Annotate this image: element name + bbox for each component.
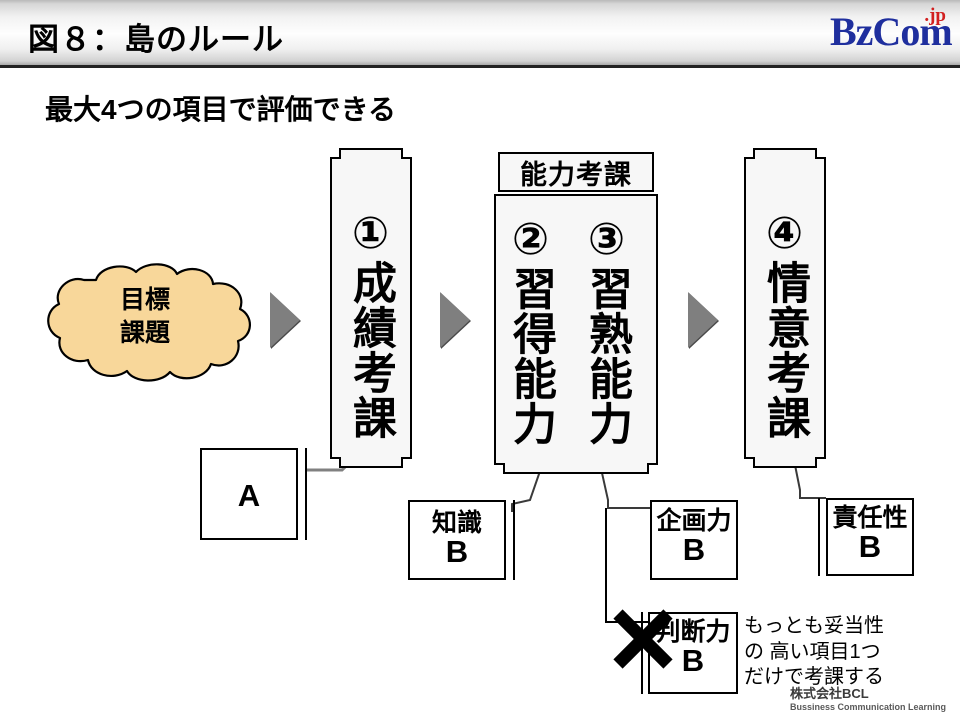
box-grade-a[interactable]: A bbox=[200, 448, 298, 540]
footer: 株式会社BCL Bussiness Communication Learning bbox=[790, 683, 946, 712]
box-kikakuryoku-grade: B bbox=[682, 532, 706, 568]
box-chishiki-grade: B bbox=[445, 534, 469, 570]
accent-bar-sekininsei bbox=[818, 498, 820, 576]
column-seiseki-kouka[interactable]: ①成績考課 bbox=[330, 148, 412, 468]
box-kikakuryoku-title: 企画力 bbox=[656, 507, 732, 535]
box-sekininsei-grade: B bbox=[858, 529, 882, 565]
goal-cloud: 目標 課題 bbox=[34, 262, 256, 384]
column-1-label: ①成績考課 bbox=[346, 208, 395, 440]
column-3-label: ③習熟能力 bbox=[582, 214, 631, 446]
footer-company-jp: 株式会社BCL bbox=[789, 686, 869, 701]
accent-bar-chishiki bbox=[513, 500, 515, 580]
bzcom-logo: BzCom .jp bbox=[830, 5, 953, 58]
cloud-shape bbox=[47, 263, 251, 382]
corner-notch-tr bbox=[401, 148, 412, 159]
arrow-right-1 bbox=[270, 292, 300, 348]
corner-notch-tl bbox=[744, 148, 755, 159]
corner-notch-br bbox=[647, 463, 658, 474]
arrow-right-2 bbox=[440, 292, 470, 348]
arrow-right-3 bbox=[688, 292, 718, 348]
box-handanryoku-grade: B bbox=[681, 643, 705, 679]
middle-header-noryoku-kouka: 能力考課 bbox=[498, 152, 654, 192]
corner-notch-tl bbox=[330, 148, 341, 159]
corner-notch-bl bbox=[330, 457, 341, 468]
cloud-line-2: 課題 bbox=[119, 319, 170, 347]
subtitle: 最大4つの項目で評価できる bbox=[45, 94, 397, 125]
cloud-line-1: 目標 bbox=[119, 286, 170, 314]
column-group-noryoku[interactable]: ②習得能力 ③習熟能力 bbox=[494, 194, 658, 474]
cross-out-icon bbox=[612, 608, 674, 670]
logo-tld: .jp bbox=[924, 5, 946, 26]
box-chishiki[interactable]: 知識 B bbox=[408, 500, 506, 580]
accent-bar-handanryoku bbox=[641, 612, 643, 694]
box-chishiki-title: 知識 bbox=[431, 509, 482, 537]
box-sekininsei-title: 責任性 bbox=[832, 504, 908, 532]
page-title: 図８：島のルール bbox=[28, 22, 284, 57]
column-joui-kouka[interactable]: ④情意考課 bbox=[744, 148, 826, 468]
middle-header-label: 能力考課 bbox=[520, 159, 632, 190]
box-kikakuryoku[interactable]: 企画力 B bbox=[650, 500, 738, 580]
corner-notch-bl bbox=[744, 457, 755, 468]
box-a-grade: A bbox=[237, 478, 261, 513]
box-sekininsei[interactable]: 責任性 B bbox=[826, 498, 914, 576]
cloud-label: 目標 課題 bbox=[34, 284, 256, 350]
footer-company-en: Bussiness Communication Learning bbox=[789, 702, 946, 712]
column-4-label: ④情意考課 bbox=[760, 208, 809, 440]
corner-notch-tr bbox=[815, 148, 826, 159]
header-bar: 図８：島のルール BzCom .jp bbox=[0, 0, 960, 68]
corner-notch-br bbox=[815, 457, 826, 468]
corner-notch-br bbox=[401, 457, 412, 468]
corner-notch-bl bbox=[494, 463, 505, 474]
accent-bar-a bbox=[305, 448, 307, 540]
annotation-note: もっとも妥当性 の 高い項目1つ だけで考課する bbox=[744, 615, 884, 689]
logo-wordmark: BzCom bbox=[830, 9, 953, 54]
column-2-label: ②習得能力 bbox=[506, 214, 555, 446]
